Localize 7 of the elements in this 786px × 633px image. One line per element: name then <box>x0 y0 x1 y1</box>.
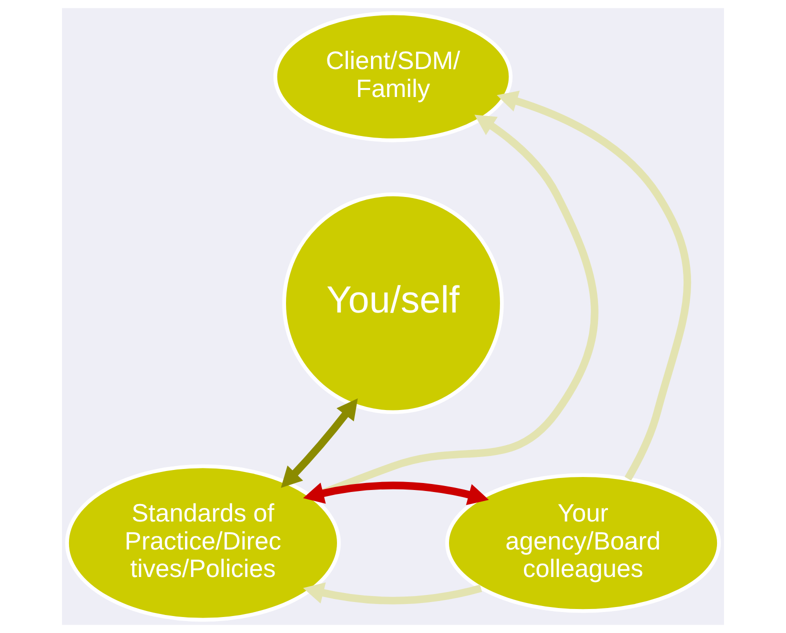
arrow <box>280 398 358 488</box>
arrow <box>303 582 482 604</box>
arrow <box>303 482 489 506</box>
node-ellipse: Client/SDM/ Family <box>273 11 513 142</box>
arrow <box>496 90 692 481</box>
node-ellipse: Your agency/Board colleagues <box>445 473 721 613</box>
node-circle: You/self <box>282 192 504 414</box>
